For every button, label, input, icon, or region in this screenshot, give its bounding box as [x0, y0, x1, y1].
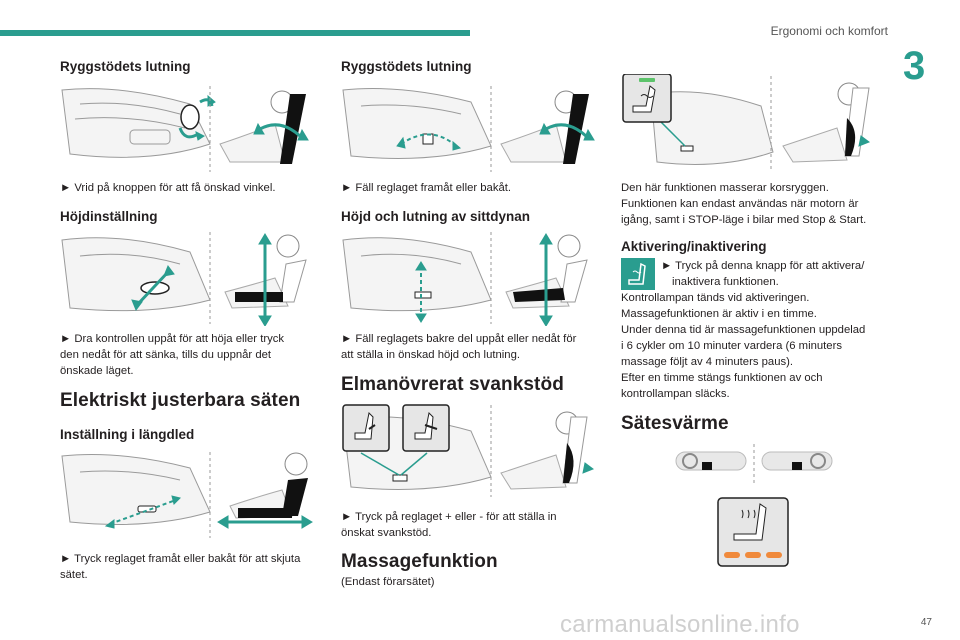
- height-figure: [61, 232, 307, 326]
- massage-intro-2: Funktionen kan endast användas när motor…: [621, 198, 859, 210]
- massage-figure: [622, 74, 871, 172]
- backrest-electric-text: ► Fäll reglaget framåt eller bakåt.: [341, 182, 512, 194]
- chapter-number: 3: [903, 44, 926, 88]
- section-title-massage: Massagefunktion: [341, 551, 498, 572]
- massage-intro-1: Den här funktionen masserar korsryggen.: [621, 182, 829, 194]
- page-number: 47: [920, 617, 932, 628]
- activation-step-2: inaktivera funktionen.: [672, 276, 779, 288]
- section-title-backrest-manual: Ryggstödets lutning: [60, 59, 191, 74]
- massage-intro-3: igång, samt i STOP-läge i bilar med Stop…: [621, 214, 867, 226]
- activation-line-7: kontrollampan släcks.: [621, 388, 730, 400]
- backrest-knob-figure: [61, 86, 309, 172]
- cushion-text-1: ► Fäll reglagets bakre del uppåt eller n…: [341, 333, 577, 345]
- cushion-figure: [342, 232, 588, 326]
- massage-note: (Endast förarsätet): [341, 576, 435, 588]
- massage-icon: [622, 74, 672, 123]
- longitudinal-figure: [61, 452, 313, 538]
- massage-button-icon: [621, 258, 655, 290]
- section-title-backrest-electric: Ryggstödets lutning: [341, 59, 472, 74]
- steering-wheel-icon: [675, 451, 833, 471]
- height-text-2: den nedåt för att sänka, tills du uppnår…: [60, 349, 272, 361]
- lumbar-figure: [342, 404, 595, 497]
- section-title-height: Höjdinställning: [60, 209, 158, 224]
- section-title-cushion: Höjd och lutning av sittdynan: [341, 209, 530, 224]
- activation-step-1: ► Tryck på denna knapp för att aktivera/: [661, 260, 865, 272]
- chapter-bar: [0, 30, 470, 36]
- lumbar-plus-icon: [342, 404, 390, 452]
- lumbar-minus-icon: [402, 404, 450, 452]
- lumbar-text-2: önskat svankstöd.: [341, 527, 432, 539]
- activation-line-3: Under denna tid är massagefunktionen upp…: [621, 324, 866, 336]
- section-title-electric-seats: Elektriskt justerbara säten: [60, 390, 301, 411]
- height-text-1: ► Dra kontrollen uppåt för att höja elle…: [60, 333, 285, 345]
- activation-line-2: Massagefunktionen är aktiv i en timme.: [621, 308, 817, 320]
- watermark: carmanualsonline.info: [560, 611, 800, 638]
- activation-line-1: Kontrollampan tänds vid aktiveringen.: [621, 292, 810, 304]
- section-title-seat-heater: Sätesvärme: [621, 413, 729, 434]
- section-title-activation: Aktivering/inaktivering: [621, 239, 767, 254]
- height-text-3: önskade läget.: [60, 365, 134, 377]
- cushion-text-2: att ställa in önskad höjd och lutning.: [341, 349, 520, 361]
- activation-line-4: i 6 cykler om 10 minuter vardera (6 minu…: [621, 340, 842, 352]
- chapter-title: Ergonomi och komfort: [770, 24, 888, 38]
- section-title-longitudinal: Inställning i längdled: [60, 427, 195, 442]
- activation-line-5: massage följt av 4 minuters paus).: [621, 356, 794, 368]
- backrest-manual-text: ► Vrid på knoppen för att få önskad vink…: [60, 182, 276, 194]
- activation-line-6: Efter en timme stängs funktionen av och: [621, 372, 823, 384]
- person-slide-icon: [217, 452, 313, 529]
- lumbar-text-1: ► Tryck på reglaget + eller - för att st…: [341, 511, 557, 523]
- person-recline-icon: [219, 90, 309, 164]
- seat-recline-knob-icon: [61, 88, 216, 158]
- longitudinal-text-1: ► Tryck reglaget framåt eller bakåt för …: [60, 553, 301, 565]
- seat-heater-figure: [675, 444, 833, 567]
- longitudinal-text-2: sätet.: [60, 569, 88, 581]
- section-title-lumbar: Elmanövrerat svankstöd: [341, 374, 564, 395]
- backrest-electric-figure: [342, 86, 595, 172]
- seat-heater-icon: [717, 497, 789, 567]
- seat-slide-switch-icon: [61, 454, 211, 529]
- seat-height-lever-icon: [61, 237, 211, 312]
- person-height-icon: [224, 233, 307, 326]
